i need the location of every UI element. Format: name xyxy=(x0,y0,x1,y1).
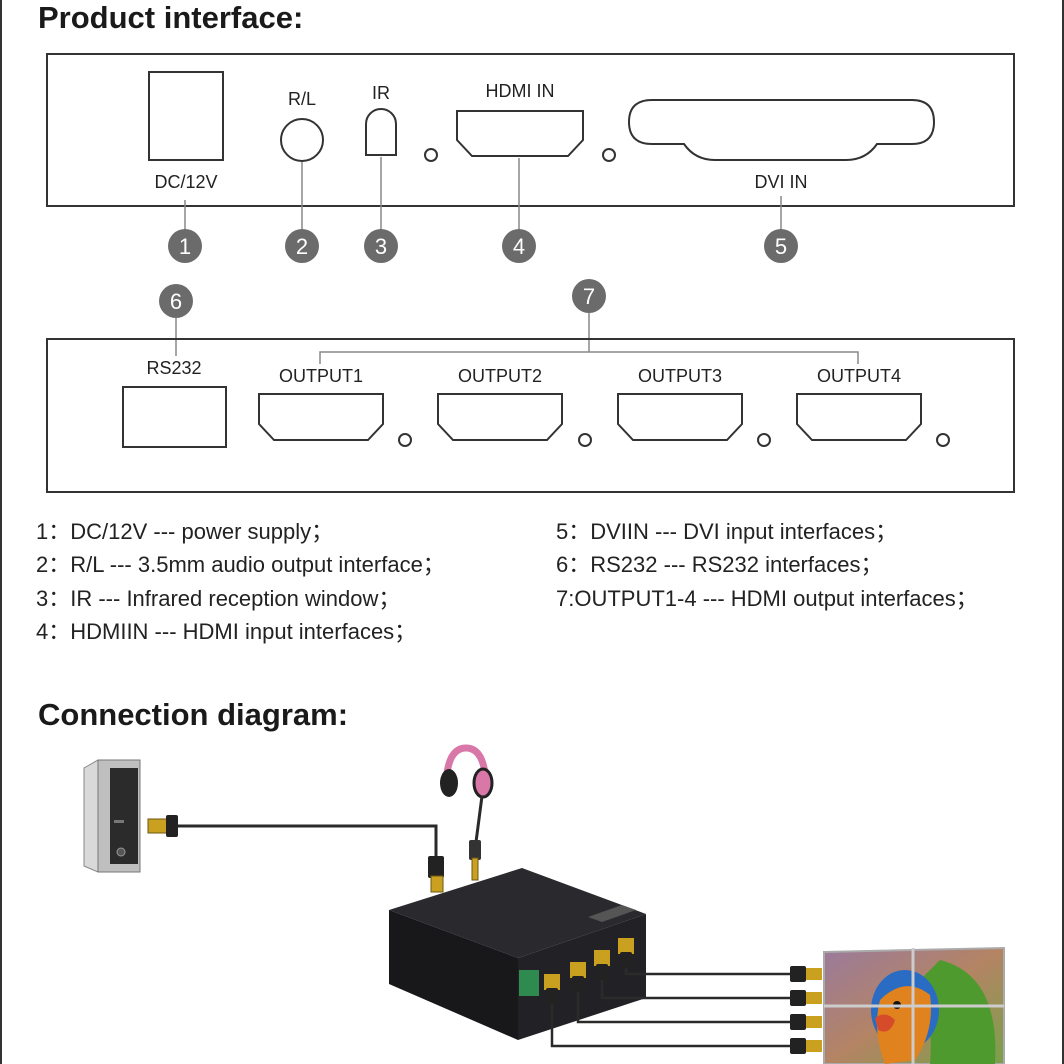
svg-text:5: 5 xyxy=(775,234,787,259)
screw-hole xyxy=(424,148,438,162)
callout-6: 6 xyxy=(159,284,193,318)
dvi-in-port xyxy=(627,99,936,161)
label-dc-12v: DC/12V xyxy=(154,172,218,192)
connection-diagram-heading: Connection diagram: xyxy=(38,697,349,732)
rear-panel xyxy=(46,338,1015,493)
svg-text:4: 4 xyxy=(513,234,525,259)
screw-hole xyxy=(936,433,950,447)
ir-window xyxy=(365,108,397,156)
front-panel xyxy=(46,53,1015,207)
hdmi-in-port xyxy=(456,110,584,157)
screw-hole xyxy=(578,433,592,447)
screw-hole xyxy=(757,433,771,447)
pc-tower-illustration xyxy=(83,759,141,873)
svg-text:6: 6 xyxy=(170,289,182,314)
callout-3: 3 xyxy=(364,229,398,263)
label-hdmi-in: HDMI IN xyxy=(485,81,555,101)
legend-item-5: 5：DVIIN --- DVI input interfaces； xyxy=(556,519,898,544)
callout-2: 2 xyxy=(285,229,319,263)
screw-hole xyxy=(602,148,616,162)
legend-item-4: 4：HDMIIN --- HDMI input interfaces； xyxy=(36,619,417,644)
svg-text:7: 7 xyxy=(583,284,595,309)
hdmi-cable-input xyxy=(147,815,444,893)
label-output2: OUTPUT2 xyxy=(457,366,543,386)
output1-port xyxy=(258,393,384,441)
hdmi-cables-output xyxy=(544,938,822,1054)
video-wall-illustration xyxy=(823,946,1005,1064)
label-dvi-in: DVI IN xyxy=(754,172,808,192)
label-output1: OUTPUT1 xyxy=(278,366,364,386)
product-interface-heading: Product interface: xyxy=(38,0,304,35)
legend-item-7: 7:OUTPUT1-4 --- HDMI output interfaces； xyxy=(556,586,978,611)
svg-text:2: 2 xyxy=(296,234,308,259)
rs232-port xyxy=(122,386,227,448)
legend-item-1: 1：DC/12V --- power supply； xyxy=(36,519,334,544)
callout-7: 7 xyxy=(572,279,606,313)
label-rl: R/L xyxy=(287,89,317,109)
label-ir: IR xyxy=(372,83,390,103)
svg-text:1: 1 xyxy=(179,234,191,259)
audio-jack-port xyxy=(280,118,324,162)
legend-item-3: 3：IR --- Infrared reception window； xyxy=(36,586,401,611)
output3-port xyxy=(617,393,743,441)
output2-port xyxy=(437,393,563,441)
output4-port xyxy=(796,393,922,441)
legend-item-6: 6：RS232 --- RS232 interfaces； xyxy=(556,552,883,577)
screw-hole xyxy=(398,433,412,447)
dc-power-port xyxy=(148,71,224,161)
headphones-illustration xyxy=(440,744,494,881)
callout-5: 5 xyxy=(764,229,798,263)
legend-item-2: 2：R/L --- 3.5mm audio output interface； xyxy=(36,552,445,577)
label-rs232: RS232 xyxy=(146,358,202,378)
callout-4: 4 xyxy=(502,229,536,263)
callout-1: 1 xyxy=(168,229,202,263)
label-output4: OUTPUT4 xyxy=(816,366,902,386)
label-output3: OUTPUT3 xyxy=(637,366,723,386)
svg-text:3: 3 xyxy=(375,234,387,259)
